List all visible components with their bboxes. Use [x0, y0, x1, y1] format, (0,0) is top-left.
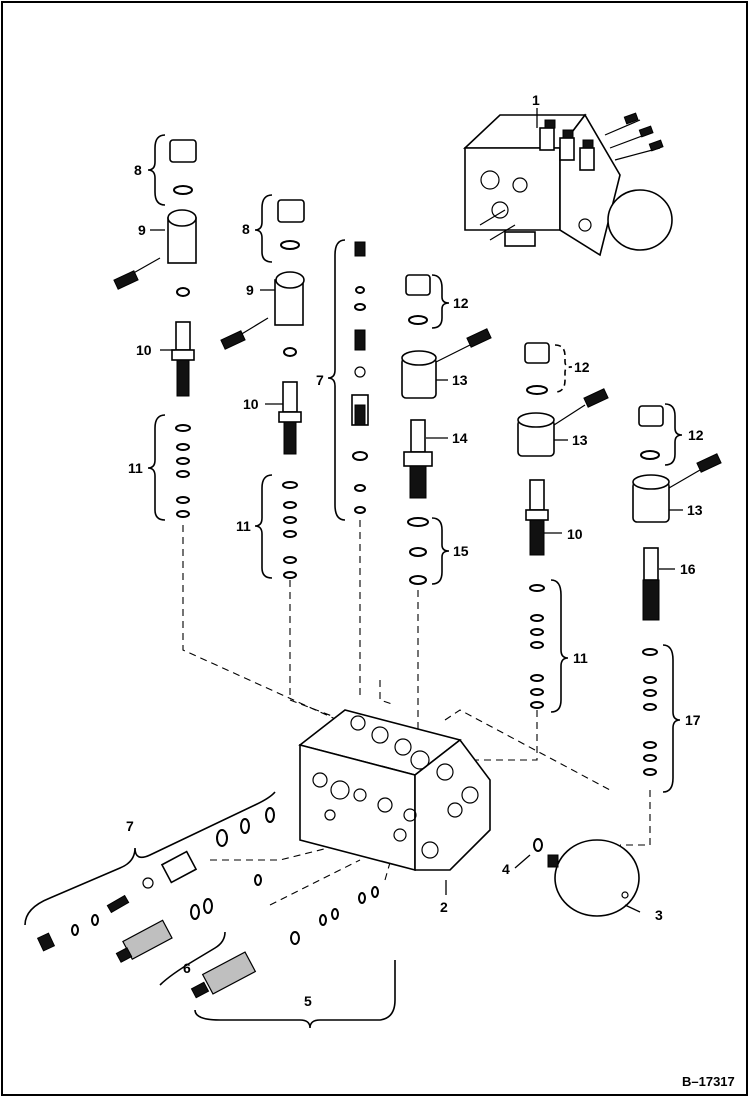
column-relief-7 [351, 241, 369, 514]
valve-assembly-1 [462, 112, 673, 257]
callout-1: 1 [532, 92, 540, 108]
figure-id-label: B–17317 [682, 1074, 735, 1089]
callout-10-second: 10 [243, 396, 259, 412]
callout-15: 15 [453, 543, 469, 559]
callout-2: 2 [440, 899, 448, 915]
callout-11-right: 11 [573, 650, 588, 666]
callout-6: 6 [183, 960, 191, 976]
callout-9-second: 9 [246, 282, 254, 298]
callout-11-second: 11 [236, 518, 251, 534]
callout-10-right: 10 [567, 526, 583, 542]
column-second [220, 199, 305, 579]
callout-labels: 1 2 3 4 5 6 7 7 8 8 9 9 10 10 10 11 11 1… [126, 92, 704, 1009]
lower-left-parts [36, 807, 379, 999]
column-right-center [517, 342, 609, 709]
callout-3: 3 [655, 907, 663, 923]
callout-7-upper: 7 [316, 372, 324, 388]
column-far-right [632, 405, 722, 776]
oring-4 [533, 838, 543, 852]
callout-17: 17 [685, 712, 701, 728]
callout-12-center: 12 [453, 295, 469, 311]
callout-13-far-right: 13 [687, 502, 703, 518]
leader-lines [150, 108, 683, 913]
callout-8-left: 8 [134, 162, 142, 178]
accumulator-3 [547, 839, 640, 917]
callout-13-right-center: 13 [572, 432, 588, 448]
manifold-block-2 [298, 709, 491, 872]
callout-4: 4 [502, 861, 510, 877]
column-center [401, 274, 492, 585]
braces [24, 134, 683, 1029]
callout-14: 14 [452, 430, 468, 446]
callout-10-left: 10 [136, 342, 152, 358]
callout-12-right-center: 12 [574, 359, 590, 375]
callout-8-second: 8 [242, 221, 250, 237]
callout-9-left: 9 [138, 222, 146, 238]
callout-11-left: 11 [128, 460, 143, 476]
callout-5: 5 [304, 993, 312, 1009]
column-left [113, 139, 197, 518]
callout-16: 16 [680, 561, 696, 577]
callout-13-center: 13 [452, 372, 468, 388]
callout-12-far-right: 12 [688, 427, 704, 443]
callout-7-lower: 7 [126, 818, 134, 834]
